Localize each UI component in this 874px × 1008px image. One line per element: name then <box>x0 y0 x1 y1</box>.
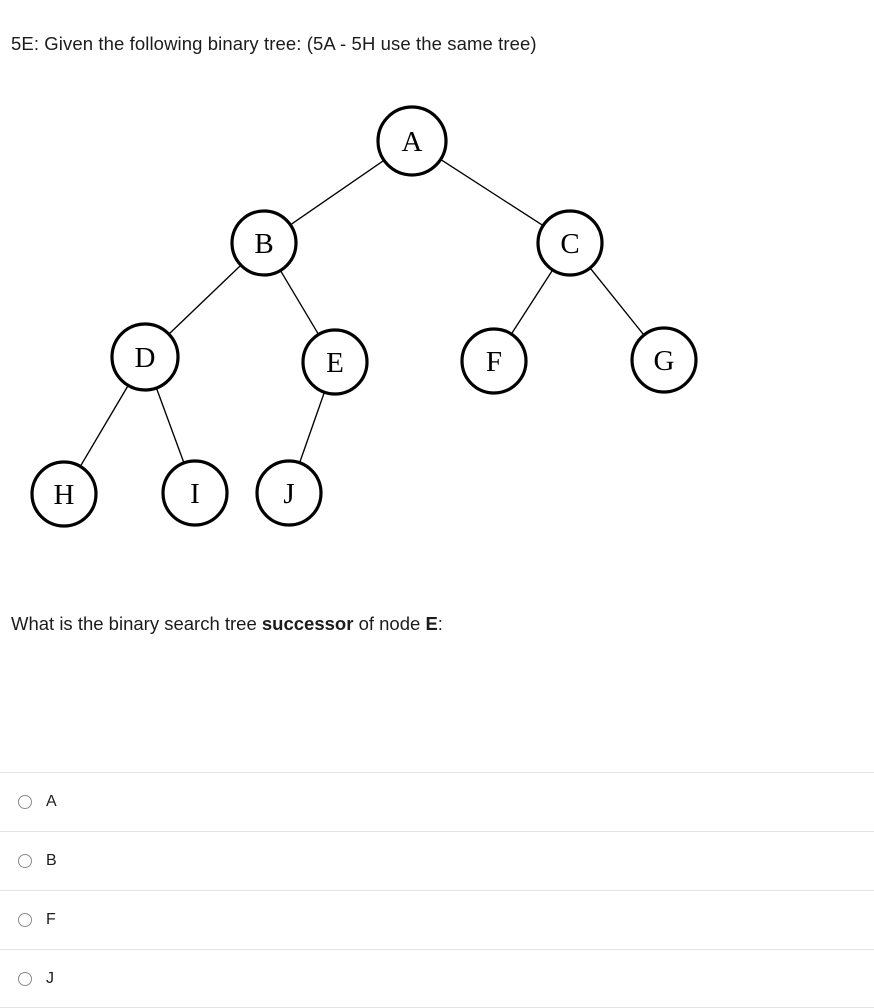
tree-node-j: J <box>255 459 323 527</box>
tree-node-i: I <box>161 459 229 527</box>
tree-node-circle-g <box>630 326 698 394</box>
tree-node-label-h: H <box>54 479 75 511</box>
radio-button-f[interactable] <box>18 913 32 927</box>
page-title: 5E: Given the following binary tree: (5A… <box>11 33 537 54</box>
question-text: What is the binary search tree successor… <box>11 611 443 637</box>
question-text-part1: What is the binary search tree <box>11 613 262 634</box>
tree-node-circle-e <box>301 328 369 396</box>
answer-option-label: F <box>46 911 56 928</box>
radio-button-a[interactable] <box>18 795 32 809</box>
tree-node-label-j: J <box>283 478 294 510</box>
tree-edge-a-b <box>290 160 384 225</box>
tree-node-d: D <box>110 322 180 392</box>
answer-option-a[interactable]: A <box>0 772 874 831</box>
tree-node-circle-f <box>460 327 528 395</box>
tree-node-h: H <box>30 460 98 528</box>
tree-node-circle-c <box>536 209 604 277</box>
radio-button-b[interactable] <box>18 854 32 868</box>
tree-edge-c-g <box>590 268 644 335</box>
tree-node-label-e: E <box>326 347 344 379</box>
binary-tree-svg: A B C D E F G H I J <box>30 105 698 528</box>
tree-node-g: G <box>630 326 698 394</box>
binary-tree-figure: A B C D E F G H I J <box>0 90 740 550</box>
tree-node-label-a: A <box>402 126 423 158</box>
tree-edge-b-e <box>280 270 319 335</box>
tree-node-circle-i <box>161 459 229 527</box>
answer-options-list: A B F J <box>0 772 874 1008</box>
answer-option-label: B <box>46 852 57 869</box>
answer-option-j[interactable]: J <box>0 949 874 1008</box>
tree-node-label-b: B <box>254 228 273 260</box>
tree-edge-e-j <box>299 392 325 463</box>
answer-option-label: A <box>46 793 57 810</box>
answer-option-label: J <box>46 969 54 987</box>
tree-node-label-c: C <box>560 228 579 260</box>
answer-option-f[interactable]: F <box>0 890 874 949</box>
tree-node-circle-a <box>376 105 448 177</box>
tree-edge-c-f <box>511 270 553 334</box>
tree-node-label-i: I <box>190 478 200 510</box>
question-emphasis-successor: successor <box>261 613 354 634</box>
tree-edge-d-i <box>156 388 185 463</box>
tree-edge-b-d <box>169 265 241 334</box>
answer-option-b[interactable]: B <box>0 831 874 890</box>
tree-node-circle-j <box>255 459 323 527</box>
tree-node-a: A <box>376 105 448 177</box>
tree-node-f: F <box>460 327 528 395</box>
tree-node-label-d: D <box>135 342 156 374</box>
tree-node-circle-d <box>110 322 180 392</box>
tree-node-e: E <box>301 328 369 396</box>
tree-node-circle-h <box>30 460 98 528</box>
tree-node-label-g: G <box>654 345 675 377</box>
tree-node-c: C <box>536 209 604 277</box>
tree-node-circle-b <box>230 209 298 277</box>
tree-node-b: B <box>230 209 298 277</box>
tree-edge-d-h <box>80 385 129 466</box>
radio-button-j[interactable] <box>18 971 32 986</box>
question-text-part3: : <box>437 613 443 634</box>
tree-edge-a-c <box>441 159 543 226</box>
tree-node-label-f: F <box>486 346 502 378</box>
question-emphasis-node: E <box>425 613 438 634</box>
question-text-part2: of node <box>353 613 426 634</box>
